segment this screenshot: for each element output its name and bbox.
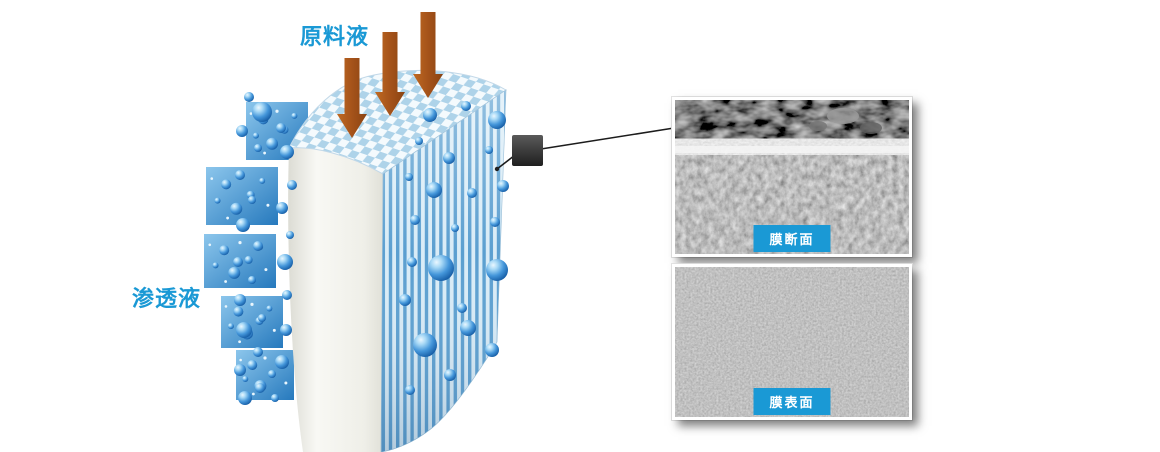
membrane-side-face — [288, 147, 383, 452]
water-drop-icon — [490, 217, 500, 227]
water-drop-icon — [276, 202, 288, 214]
water-drop-icon — [451, 224, 459, 232]
water-drop-icon — [275, 355, 289, 369]
water-drop-icon — [248, 196, 256, 204]
water-drop-icon — [230, 202, 243, 215]
water-drop-icon — [291, 112, 298, 119]
water-drop-icon — [280, 145, 294, 159]
water-drop-icon — [255, 383, 265, 393]
water-drop-icon — [488, 111, 506, 129]
membrane-top-face — [288, 69, 507, 175]
water-drop-icon — [214, 197, 221, 204]
water-drop-icon — [282, 290, 292, 300]
water-drop-icon — [233, 257, 243, 267]
water-drop-icon — [407, 257, 417, 267]
water-drop-icon — [219, 245, 230, 256]
water-drop-icon — [244, 255, 253, 264]
water-drop-icon — [497, 180, 509, 192]
water-drop-icon — [426, 182, 442, 198]
water-drop-icon — [212, 262, 219, 269]
water-drop-icon — [457, 303, 467, 313]
callout-connector — [494, 127, 675, 172]
permeate-panel — [221, 296, 283, 348]
callout-anchor-dot — [494, 166, 500, 172]
membrane-cross-section-figure: 膜断面 — [672, 97, 912, 257]
water-drop-icon — [227, 323, 234, 330]
water-drop-icon — [228, 266, 241, 279]
water-drop-icon — [286, 231, 294, 239]
feed-liquid-label: 原料液 — [300, 24, 370, 49]
water-drop-icon — [415, 137, 423, 145]
water-drop-icon — [258, 314, 266, 322]
water-drop-icon — [271, 394, 279, 402]
water-drop-icon — [236, 322, 252, 338]
feed-arrows — [337, 12, 443, 138]
water-drop-icon — [236, 125, 248, 137]
feed-arrow-icon — [375, 32, 405, 116]
water-drop-icon — [405, 385, 415, 395]
water-drop-icon — [423, 108, 437, 122]
permeate-panels — [204, 102, 308, 400]
water-drop-icon — [242, 376, 249, 382]
water-drop-icon — [236, 218, 250, 232]
membrane-cross-section-image — [675, 100, 909, 254]
feed-arrow-icon — [413, 12, 443, 98]
membrane-surface-figure: 膜表面 — [672, 264, 912, 420]
permeate-panel — [206, 167, 278, 225]
square-marker-icon — [512, 135, 543, 166]
water-drop-icon — [266, 137, 279, 150]
water-drop-icon — [280, 324, 292, 336]
water-drop-icon — [461, 101, 471, 111]
membrane-block — [288, 69, 507, 452]
bubbles-layer — [233, 92, 509, 405]
water-drop-icon — [410, 215, 420, 225]
water-drop-icon — [413, 333, 437, 357]
water-drop-icon — [486, 259, 508, 281]
water-drop-icon — [266, 305, 273, 312]
water-drop-icon — [428, 255, 454, 281]
sem-images-panel: 膜断面 膜表面 — [672, 97, 912, 420]
water-drop-icon — [467, 188, 477, 198]
water-drop-icon — [253, 241, 263, 251]
water-drop-icon — [235, 170, 245, 180]
water-drop-icon — [460, 320, 476, 336]
water-drop-icon — [405, 173, 413, 181]
water-drop-icon — [267, 370, 276, 378]
water-drop-icon — [221, 179, 232, 190]
surface-badge: 膜表面 — [753, 388, 831, 415]
water-drop-icon — [399, 294, 411, 306]
water-drop-icon — [252, 132, 259, 139]
feed-arrow-icon — [337, 58, 367, 138]
water-drop-icon — [276, 123, 286, 133]
water-drop-icon — [247, 360, 258, 370]
water-drop-icon — [233, 306, 244, 317]
water-drop-icon — [287, 180, 297, 190]
water-drop-icon — [444, 369, 456, 381]
water-drop-icon — [259, 177, 266, 184]
water-drop-icon — [443, 152, 455, 164]
water-drop-icon — [485, 343, 499, 357]
water-drop-icon — [253, 347, 263, 357]
water-drop-icon — [244, 92, 254, 102]
water-drop-icon — [252, 102, 272, 122]
water-drop-icon — [248, 276, 256, 284]
water-drop-icon — [485, 146, 493, 154]
water-drop-icon — [234, 294, 246, 306]
water-drop-icon — [238, 391, 252, 405]
permeate-liquid-label: 渗透液 — [132, 286, 202, 311]
water-drop-icon — [254, 144, 262, 152]
water-drop-icon — [277, 254, 293, 270]
cross-section-badge: 膜断面 — [753, 225, 831, 252]
water-drop-icon — [234, 364, 246, 376]
